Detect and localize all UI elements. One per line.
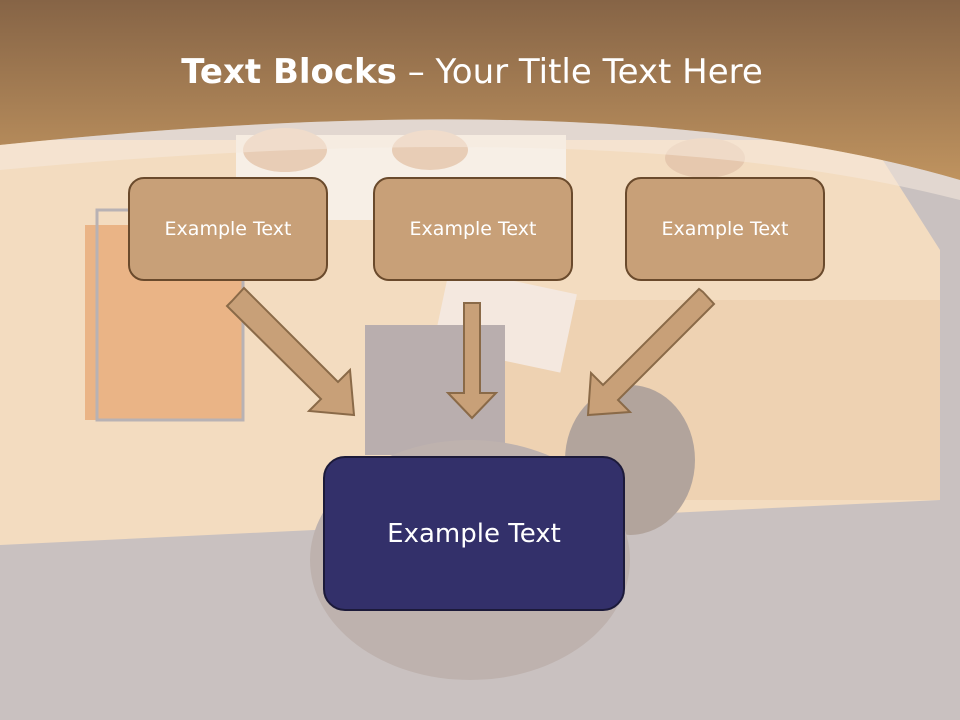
main-text-block[interactable]: Example Text bbox=[323, 456, 625, 611]
title-separator: – bbox=[396, 52, 436, 92]
text-block-3[interactable]: Example Text bbox=[625, 177, 825, 281]
text-block-1[interactable]: Example Text bbox=[128, 177, 328, 281]
header-band bbox=[0, 0, 960, 180]
laptop bbox=[365, 325, 505, 455]
arrow-right bbox=[586, 287, 716, 417]
header-curve-light bbox=[0, 119, 960, 200]
title-bold: Text Blocks bbox=[181, 52, 397, 92]
title-rest: Your Title Text Here bbox=[435, 52, 763, 92]
slide-title: Text Blocks – Your Title Text Here bbox=[0, 52, 944, 92]
arrow-left bbox=[225, 286, 356, 417]
arrow-middle bbox=[445, 302, 499, 420]
text-block-2[interactable]: Example Text bbox=[373, 177, 573, 281]
